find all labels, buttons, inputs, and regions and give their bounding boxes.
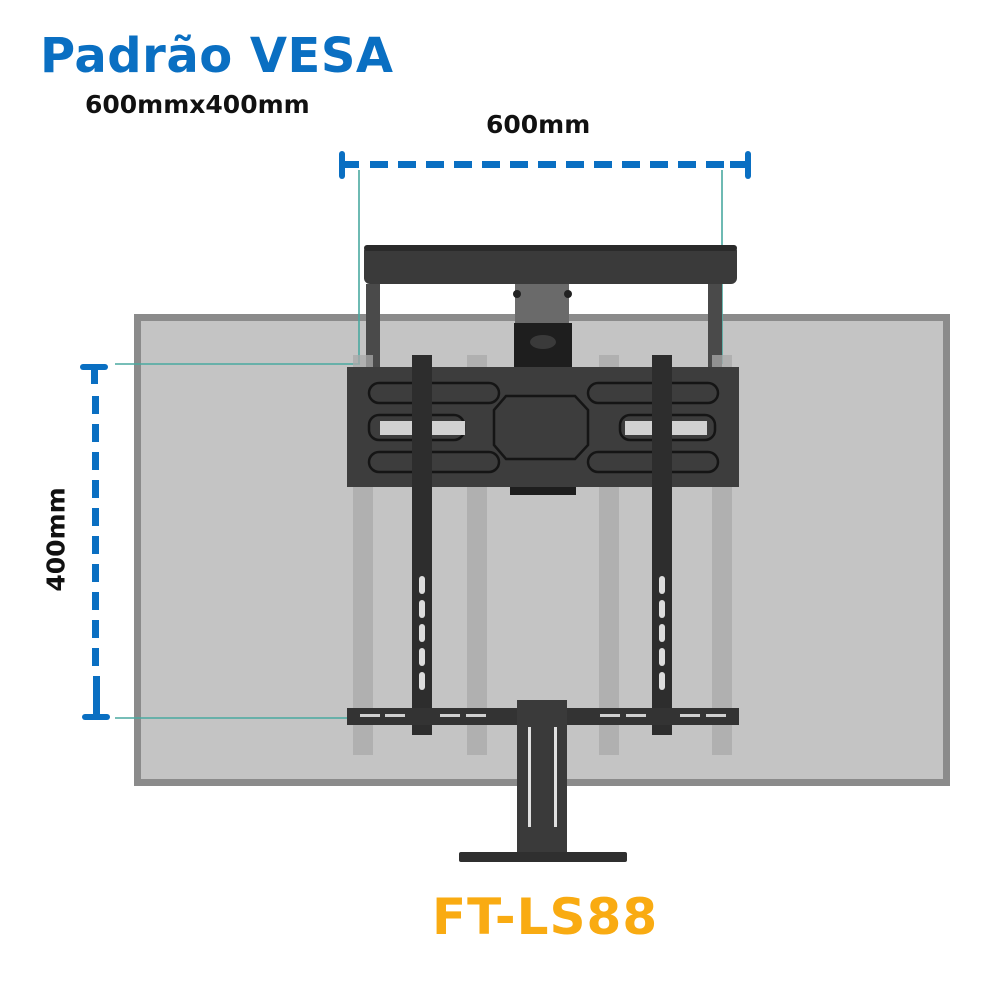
page-title: Padrão VESA [40,28,394,84]
vesa-arms [412,355,672,735]
top-bar [364,245,737,284]
stand-post [517,700,567,855]
width-dimension-arrow [339,151,751,179]
stand-base [459,852,627,862]
width-dimension-label: 600mm [486,110,591,139]
model-name: FT-LS88 [432,888,659,946]
vesa-size-subtitle: 600mmx400mm [85,90,310,119]
height-dimension-arrow [80,364,110,720]
